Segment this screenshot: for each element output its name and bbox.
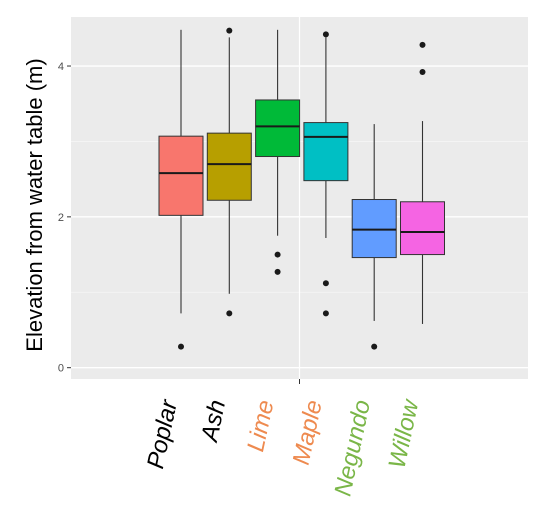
y-tick-label: 4: [58, 61, 64, 73]
box-willow: [400, 41, 445, 324]
category-label-ash: Ash: [196, 398, 231, 446]
y-tick-label: 0: [58, 363, 64, 375]
category-label-lime: Lime: [242, 398, 279, 455]
box-maple: [303, 31, 349, 317]
iqr-box: [206, 132, 252, 201]
category-label-willow: Willow: [384, 396, 425, 471]
iqr-box: [400, 201, 445, 256]
iqr-box: [158, 135, 204, 216]
outlier-point: [226, 310, 233, 317]
category-label-poplar: Poplar: [142, 397, 183, 471]
outlier-point: [178, 343, 184, 350]
outlier-point: [419, 41, 426, 48]
y-axis-label: Elevation from water table (m): [22, 58, 47, 351]
outlier-point: [419, 69, 426, 76]
y-tick-label: 2: [58, 212, 64, 224]
outlier-point: [226, 27, 233, 34]
iqr-box: [255, 99, 301, 158]
outlier-point: [322, 310, 329, 317]
outlier-point: [274, 251, 281, 258]
outlier-point: [371, 343, 378, 350]
outlier-point: [322, 31, 329, 38]
iqr-box: [351, 199, 397, 259]
box-poplar: [158, 29, 204, 350]
category-label-maple: Maple: [288, 398, 328, 468]
outlier-point: [322, 280, 329, 287]
iqr-box: [303, 122, 349, 182]
box-ash: [206, 27, 252, 317]
box-lime: [255, 29, 301, 275]
axes: 0 2 4: [58, 61, 300, 384]
box-negundo: [351, 124, 397, 350]
category-label-negundo: Negundo: [329, 398, 376, 499]
boxes: [158, 27, 445, 350]
outlier-point: [274, 268, 281, 275]
